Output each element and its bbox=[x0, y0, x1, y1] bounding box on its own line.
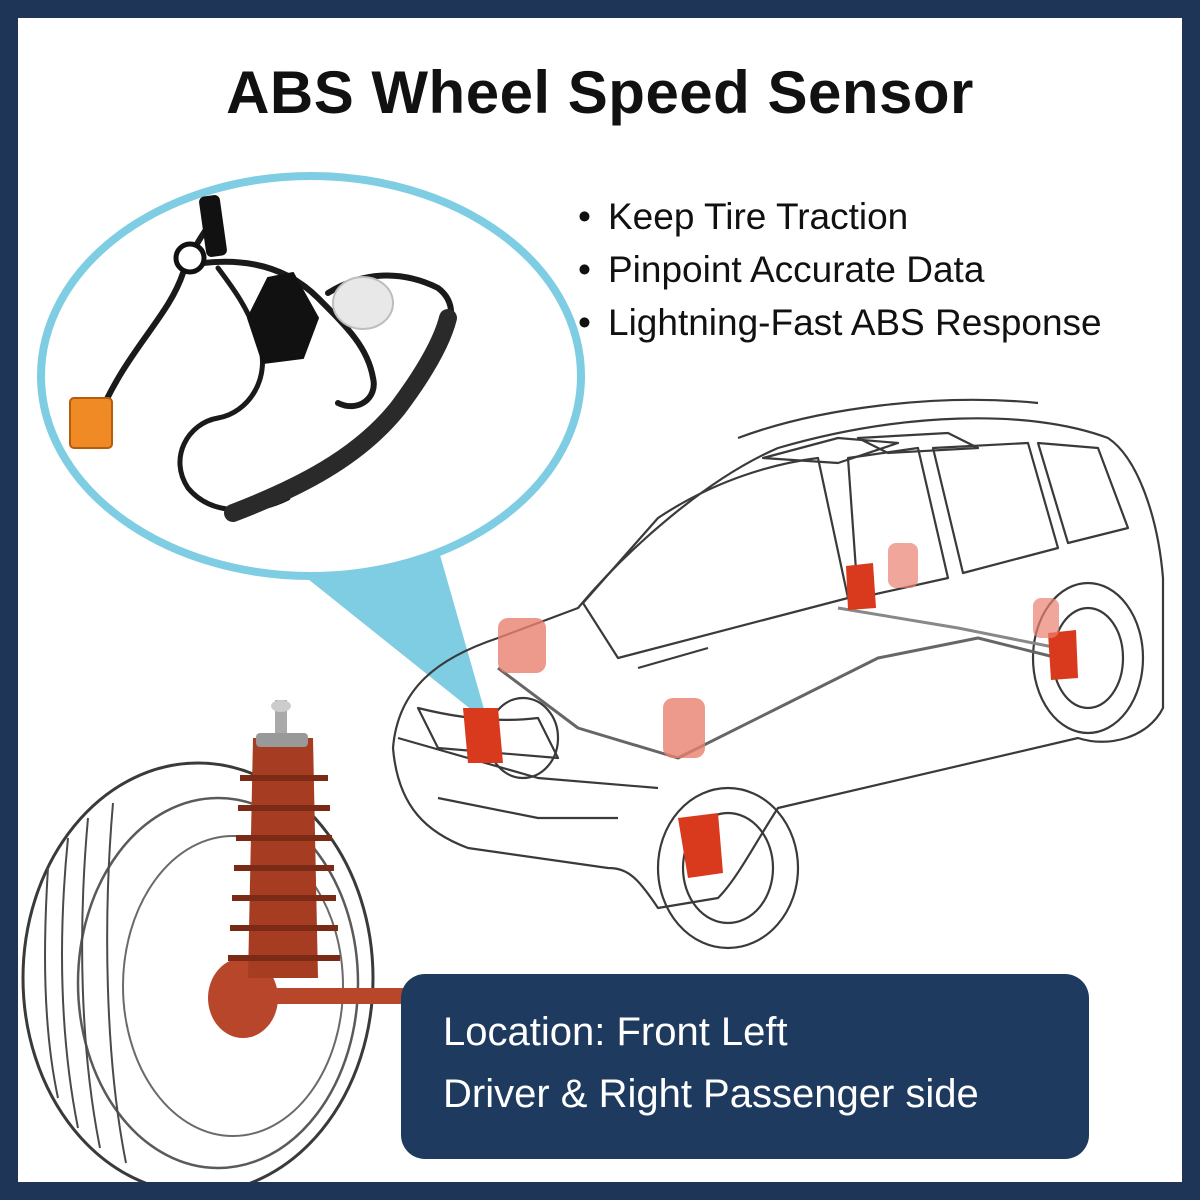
connector-icon bbox=[69, 397, 113, 449]
feature-item: • Lightning-Fast ABS Response bbox=[578, 296, 1102, 349]
product-image: ABS Wheel Speed Sensor • Keep Tire Tracti… bbox=[18, 18, 1182, 1182]
car-illustration bbox=[391, 398, 1165, 950]
callout-circle bbox=[37, 172, 585, 580]
bullet-icon: • bbox=[578, 302, 591, 343]
bullet-icon: • bbox=[578, 196, 591, 237]
page-title: ABS Wheel Speed Sensor bbox=[226, 59, 974, 126]
feature-item: • Keep Tire Traction bbox=[578, 190, 1102, 243]
sensor-cable-image bbox=[69, 195, 457, 522]
feature-item: • Pinpoint Accurate Data bbox=[578, 243, 1102, 296]
feature-list: • Keep Tire Traction • Pinpoint Accurate D… bbox=[578, 190, 1102, 349]
location-side-line: Driver & Right Passenger side bbox=[443, 1072, 979, 1116]
wheel-suspension-image bbox=[21, 700, 413, 1182]
callout-pointer bbox=[288, 548, 488, 723]
brake-caliper-icons bbox=[463, 543, 1078, 878]
feature-label: Pinpoint Accurate Data bbox=[608, 249, 985, 290]
location-info-box: Location: Front Left Driver & Right Pass… bbox=[401, 974, 1089, 1159]
feature-label: Keep Tire Traction bbox=[608, 196, 909, 237]
location-line: Location: Front Left bbox=[443, 1010, 788, 1054]
feature-label: Lightning-Fast ABS Response bbox=[608, 302, 1102, 343]
artwork bbox=[21, 172, 1165, 1182]
bullet-icon: • bbox=[578, 249, 591, 290]
